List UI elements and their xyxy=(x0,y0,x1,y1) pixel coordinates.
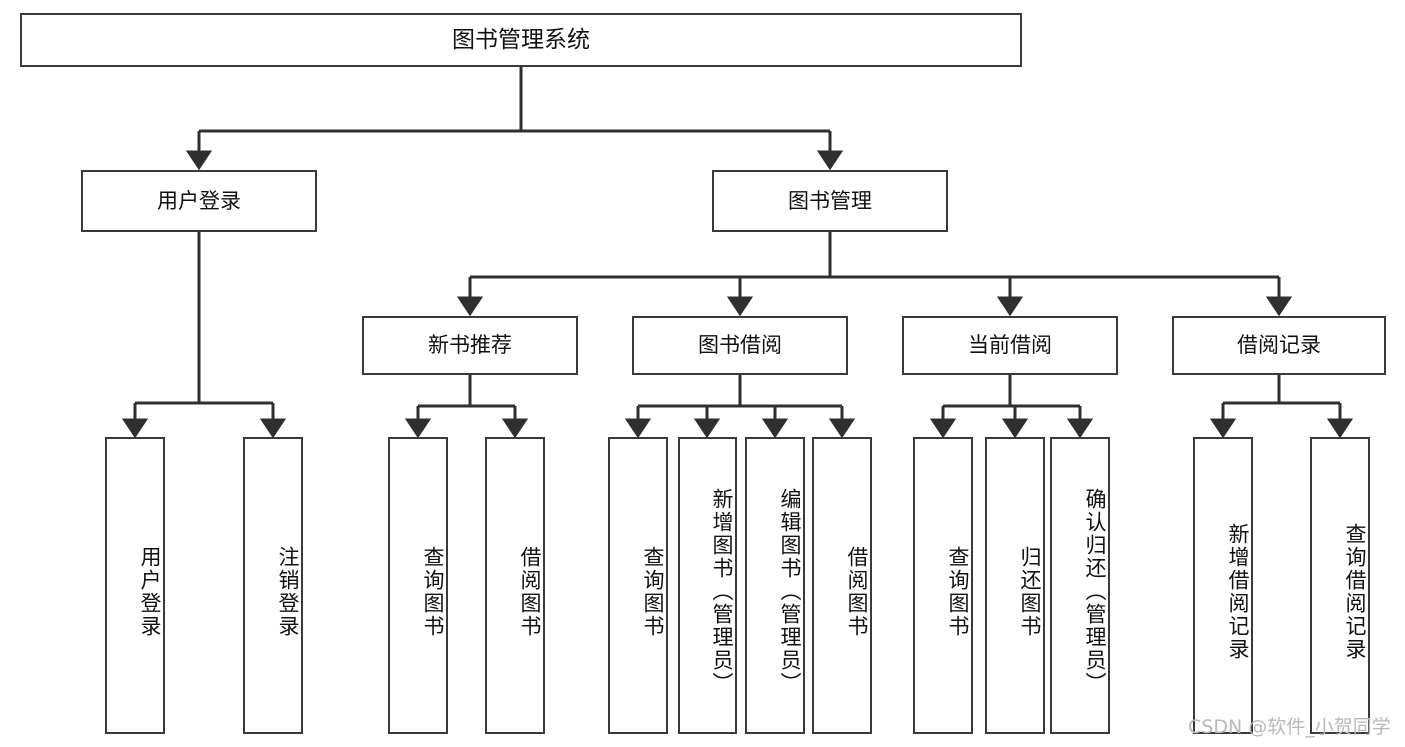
leaf-query-book-borrow[interactable]: 查询图书 xyxy=(608,437,668,734)
node-book-borrow[interactable]: 图书借阅 xyxy=(632,316,848,375)
leaf-add-borrow-record-label: 新增借阅记录 xyxy=(1226,522,1250,661)
leaf-borrow-book-recommend[interactable]: 借阅图书 xyxy=(485,437,545,734)
node-book-borrow-label: 图书借阅 xyxy=(698,333,782,358)
node-borrow-record[interactable]: 借阅记录 xyxy=(1172,316,1386,375)
leaf-user-login[interactable]: 用户登录 xyxy=(105,437,165,734)
node-new-book-recommend-label: 新书推荐 xyxy=(428,333,512,358)
leaf-query-borrow-record[interactable]: 查询借阅记录 xyxy=(1310,437,1370,734)
leaf-user-logout-label: 注销登录 xyxy=(276,545,300,638)
node-user-login-label: 用户登录 xyxy=(157,188,241,213)
leaf-borrow-book-recommend-label: 借阅图书 xyxy=(518,545,542,638)
leaf-query-book-borrow-label: 查询图书 xyxy=(641,545,665,638)
leaf-borrow-book[interactable]: 借阅图书 xyxy=(812,437,872,734)
leaf-edit-book-admin[interactable]: 编辑图书（管理员） xyxy=(745,437,805,734)
leaf-query-book-recommend-label: 查询图书 xyxy=(421,545,445,638)
leaf-borrow-book-label: 借阅图书 xyxy=(845,545,869,638)
leaf-query-book-recommend[interactable]: 查询图书 xyxy=(388,437,448,734)
node-root-label: 图书管理系统 xyxy=(452,26,590,53)
leaf-confirm-return-admin-label: 确认归还（管理员） xyxy=(1083,488,1107,695)
leaf-user-logout[interactable]: 注销登录 xyxy=(243,437,303,734)
leaf-return-book-label: 归还图书 xyxy=(1018,545,1042,638)
leaf-return-book[interactable]: 归还图书 xyxy=(985,437,1045,734)
leaf-add-book-admin[interactable]: 新增图书（管理员） xyxy=(678,437,737,734)
leaf-edit-book-admin-label: 编辑图书（管理员） xyxy=(778,488,802,695)
node-user-login[interactable]: 用户登录 xyxy=(81,170,317,232)
leaf-query-borrow-record-label: 查询借阅记录 xyxy=(1343,522,1367,661)
csdn-watermark: CSDN @软件_小贺同学 xyxy=(1188,716,1391,738)
node-root[interactable]: 图书管理系统 xyxy=(20,13,1022,67)
node-book-management[interactable]: 图书管理 xyxy=(712,170,948,232)
leaf-user-login-label: 用户登录 xyxy=(138,545,162,638)
leaf-query-book-current-label: 查询图书 xyxy=(946,545,970,638)
leaf-add-borrow-record[interactable]: 新增借阅记录 xyxy=(1193,437,1253,734)
leaf-add-book-admin-label: 新增图书（管理员） xyxy=(710,488,734,695)
node-current-borrow[interactable]: 当前借阅 xyxy=(902,316,1118,375)
leaf-query-book-current[interactable]: 查询图书 xyxy=(913,437,973,734)
node-book-management-label: 图书管理 xyxy=(788,188,872,213)
leaf-confirm-return-admin[interactable]: 确认归还（管理员） xyxy=(1050,437,1110,734)
node-new-book-recommend[interactable]: 新书推荐 xyxy=(362,316,578,375)
node-current-borrow-label: 当前借阅 xyxy=(968,333,1052,358)
node-borrow-record-label: 借阅记录 xyxy=(1237,333,1321,358)
